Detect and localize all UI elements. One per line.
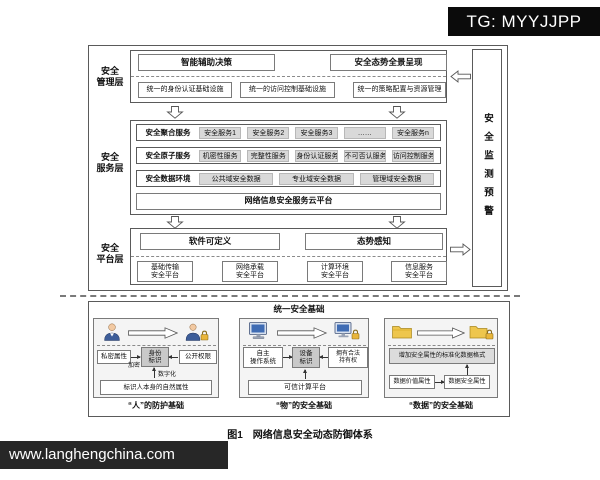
user-lock-icon: [185, 323, 209, 341]
service-chip: 管理域安全数据: [359, 172, 434, 185]
watermark-bottom-bar: www.langhengchina.com: [0, 441, 228, 469]
figure-caption: 图1 网络信息安全动态防御体系: [227, 430, 373, 441]
service-chip: ……: [343, 126, 386, 139]
owner-box: 拥有合法 持有权: [328, 347, 368, 368]
natural-attr-box: 标识人本身的自然属性: [100, 380, 212, 395]
platform-box-service: 信息服务 安全平台: [391, 261, 447, 282]
service-row-data-env: 安全数据环境 公共域安全数据 专业域安全数据 管理域安全数据: [136, 170, 441, 187]
computer-lock-icon: [334, 322, 360, 340]
service-chip: 身份认证服务: [295, 149, 338, 162]
encrypt-label: 加密: [128, 363, 141, 369]
security-monitoring-label: 安全监测预警: [482, 112, 493, 224]
service-chip: 访问控制服务: [391, 149, 435, 162]
thing-foundation-box: 自主 操作系统 设备 标识 拥有合法 持有权 可信计算平台: [239, 318, 369, 398]
service-row-aggregate: 安全聚合服务 安全服务1 安全服务2 安全服务3 …… 安全服务n: [136, 124, 441, 141]
service-chip: 机密性服务: [199, 149, 242, 162]
trusted-arrow: [303, 369, 307, 379]
identity-infra-box: 统一的身份认证基础设施: [138, 82, 232, 98]
data-lock-icon: [469, 326, 494, 340]
awareness-box: 态势感知: [305, 233, 443, 250]
value-arrow: [435, 380, 445, 384]
human-foundation-box: 私密属性 加密 身份 标识 公开权限 数字化 标识人本身的自然属性: [93, 318, 219, 398]
policy-infra-box: 统一的策略配置与资源管理: [353, 82, 446, 98]
service-chip: 不可否认服务: [343, 149, 386, 162]
platform-box-computing: 计算环境 安全平台: [307, 261, 363, 282]
user-icon: [104, 323, 120, 341]
down-arrow-icon: [388, 106, 406, 119]
platform-box-transport: 基础传输 安全平台: [137, 261, 193, 282]
data-caption: “数据”的安全基础: [409, 401, 473, 410]
identity-box: 身份 标识: [141, 347, 169, 367]
service-chip: 安全服务1: [199, 126, 242, 139]
platform-layer-label: 安全 平台层: [96, 243, 124, 265]
management-dashed-divider: [131, 76, 446, 77]
data-foundation-box: 增加安全属性的标准化数据格式 数据价值属性 数据安全属性: [384, 318, 498, 398]
std-format-box: 增加安全属性的标准化数据格式: [389, 348, 495, 364]
service-chip: 安全服务n: [391, 126, 435, 139]
human-caption: “人”的防护基础: [128, 401, 184, 410]
digitize-arrow: [152, 367, 156, 378]
service-row-label: 安全数据环境: [145, 174, 191, 183]
security-attr-box: 数据安全属性: [444, 375, 490, 389]
decision-box: 智能辅助决策: [138, 54, 275, 71]
encrypt-arrow: [131, 355, 141, 359]
device-id-box: 设备 标识: [292, 347, 320, 368]
right-arrow-icon: [128, 327, 178, 339]
foundation-title: 统一安全基础: [273, 304, 325, 314]
sub-dashed-divider: [388, 345, 495, 346]
thing-caption: “物”的安全基础: [276, 401, 332, 410]
service-chip: 公共域安全数据: [199, 172, 274, 185]
private-attr-box: 私密属性: [97, 350, 131, 364]
digitize-label: 数字化: [158, 372, 177, 378]
right-arrow-icon: [277, 327, 328, 339]
service-layer-label: 安全 服务层: [96, 152, 124, 174]
access-infra-box: 统一的访问控制基础设施: [240, 82, 335, 98]
watermark-top-text: TG: MYYJJPP: [466, 12, 582, 31]
service-chip: 安全服务2: [247, 126, 290, 139]
computer-icon: [249, 322, 267, 339]
service-row-label: 安全原子服务: [145, 151, 191, 160]
os-arrow: [283, 355, 293, 359]
down-arrow-icon: [166, 216, 184, 229]
watermark-bottom-text: www.langhengchina.com: [9, 446, 175, 463]
watermark-top-bar: TG: MYYJJPP: [448, 7, 600, 36]
left-arrow-icon: [450, 70, 471, 83]
data-icon: [392, 326, 412, 339]
service-chip: 专业域安全数据: [279, 172, 354, 185]
sub-dashed-divider: [97, 345, 216, 346]
section-divider: [60, 295, 520, 297]
sub-dashed-divider: [243, 345, 366, 346]
down-arrow-icon: [388, 216, 406, 229]
down-arrow-icon: [166, 106, 184, 119]
std-format-arrow: [465, 364, 469, 375]
platform-box-network: 网络承载 安全平台: [222, 261, 278, 282]
service-chip: 安全服务3: [295, 126, 338, 139]
owner-arrow: [319, 355, 328, 359]
os-box: 自主 操作系统: [243, 347, 283, 368]
value-attr-box: 数据价值属性: [389, 375, 435, 389]
service-chip: 完整性服务: [247, 149, 290, 162]
service-row-label: 安全聚合服务: [145, 128, 191, 137]
trusted-platform-box: 可信计算平台: [248, 380, 362, 395]
right-arrow-icon: [417, 327, 465, 339]
right-arrow-icon: [450, 243, 471, 256]
sdn-box: 软件可定义: [140, 233, 280, 250]
public-attr-arrow: [168, 355, 178, 359]
public-attr-box: 公开权限: [179, 350, 217, 364]
platform-dashed-divider: [131, 256, 446, 257]
security-monitoring-box: 安全监测预警: [472, 49, 502, 287]
situation-box: 安全态势全景呈现: [330, 54, 447, 71]
cloud-platform-bar: 网络信息安全服务云平台: [136, 193, 441, 210]
service-row-atomic: 安全原子服务 机密性服务 完整性服务 身份认证服务 不可否认服务 访问控制服务: [136, 147, 441, 164]
management-layer-label: 安全 管理层: [96, 66, 124, 88]
